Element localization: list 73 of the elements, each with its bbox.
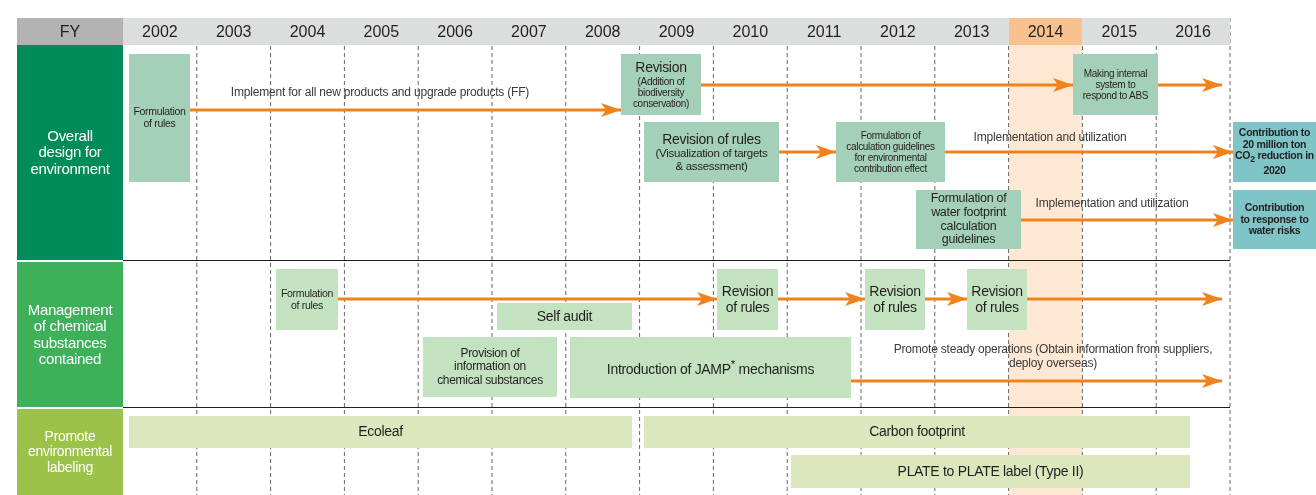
milestone-box xyxy=(497,303,632,330)
year-header: 2012 xyxy=(861,18,935,45)
box-text: Overall design for environment xyxy=(29,127,111,178)
box-text: Making internal system to respond to ABS xyxy=(1081,68,1150,101)
milestone-box xyxy=(967,269,1027,330)
edge-label: Implement for all new products and upgrade products (FF) xyxy=(229,86,531,100)
box-text: Revision of rules xyxy=(720,284,775,315)
year-header: 2007 xyxy=(492,18,566,45)
box-text: Contribution to response to water risks xyxy=(1239,202,1310,237)
box-text: Formulation of rules xyxy=(279,287,335,312)
arrow xyxy=(1027,292,1222,306)
year-header: 2003 xyxy=(196,18,271,45)
milestone-box xyxy=(644,122,779,182)
milestone-box xyxy=(836,122,945,182)
arrow xyxy=(701,78,1073,92)
box-subtext: (Addition of biodiversity conservation) xyxy=(631,75,691,109)
box-subtext: (Visualization of targets & assessment) xyxy=(654,147,769,173)
year-header: 2006 xyxy=(418,18,492,45)
arrow xyxy=(945,145,1233,159)
year-header: 2013 xyxy=(934,18,1009,45)
milestone-box xyxy=(129,54,190,182)
box-text: Formulation of calculation guidelines for environmental contribution effect xyxy=(845,130,936,174)
row-header xyxy=(17,262,123,407)
year-header: 2005 xyxy=(344,18,419,45)
box-text: Promote environmental labeling xyxy=(26,428,113,476)
milestone-box xyxy=(621,54,701,115)
box-text: PLATE to PLATE label (Type II) xyxy=(897,463,1084,480)
goal-box xyxy=(1233,190,1316,249)
year-header: 2008 xyxy=(565,18,640,45)
arrow xyxy=(779,145,836,159)
row-header xyxy=(17,409,123,495)
box-text: Introduction of JAMP$^{*}$ mechanisms xyxy=(606,357,815,377)
box-text: Revision of rules xyxy=(662,131,761,148)
box-text: Self audit xyxy=(536,308,593,325)
edge-label: Implementation and utilization xyxy=(972,131,1128,145)
milestone-box xyxy=(570,337,851,398)
year-header: 2002 xyxy=(123,18,197,45)
period-bar xyxy=(129,416,632,448)
row-header xyxy=(17,45,123,260)
arrow xyxy=(190,103,621,117)
box-text: Ecoleaf xyxy=(358,424,403,440)
arrow xyxy=(1021,213,1233,227)
arrow xyxy=(338,292,717,306)
milestone-box xyxy=(865,269,925,330)
year-header: 2015 xyxy=(1082,18,1157,45)
year-header: 2010 xyxy=(713,18,788,45)
milestone-box xyxy=(717,269,778,330)
year-header: 2011 xyxy=(787,18,861,45)
year-header: 2004 xyxy=(270,18,345,45)
box-text: Revision of rules xyxy=(970,284,1024,315)
milestone-box xyxy=(1073,54,1158,115)
arrow xyxy=(778,292,865,306)
box-text: Management of chemical substances contained xyxy=(26,301,114,368)
header-label: FY xyxy=(17,18,123,45)
box-text: Contribution to 20 million ton CO$_{2}$ reduction in 2020 xyxy=(1235,127,1314,177)
arrow xyxy=(925,292,967,306)
year-header: 2016 xyxy=(1156,18,1230,45)
milestone-box xyxy=(423,337,557,397)
box-text: Formulation of water footprint calculation guidelines xyxy=(929,192,1008,247)
box-text: Revision of rules xyxy=(868,284,922,315)
arrow xyxy=(1158,78,1222,92)
period-bar xyxy=(791,455,1190,488)
box-text: Carbon footprint xyxy=(869,424,965,440)
milestone-box xyxy=(916,190,1021,249)
arrow xyxy=(851,374,1222,388)
box-text: Provision of information on chemical substances xyxy=(436,347,544,387)
box-text: Revision xyxy=(635,60,687,76)
box-text: Formulation of rules xyxy=(132,106,187,130)
year-header: 2014 xyxy=(1008,18,1083,45)
period-bar xyxy=(644,416,1190,448)
milestone-box xyxy=(276,269,338,330)
year-header: 2009 xyxy=(639,18,714,45)
edge-label: Promote steady operations (Obtain information from suppliers, deploy overseas) xyxy=(892,343,1214,371)
